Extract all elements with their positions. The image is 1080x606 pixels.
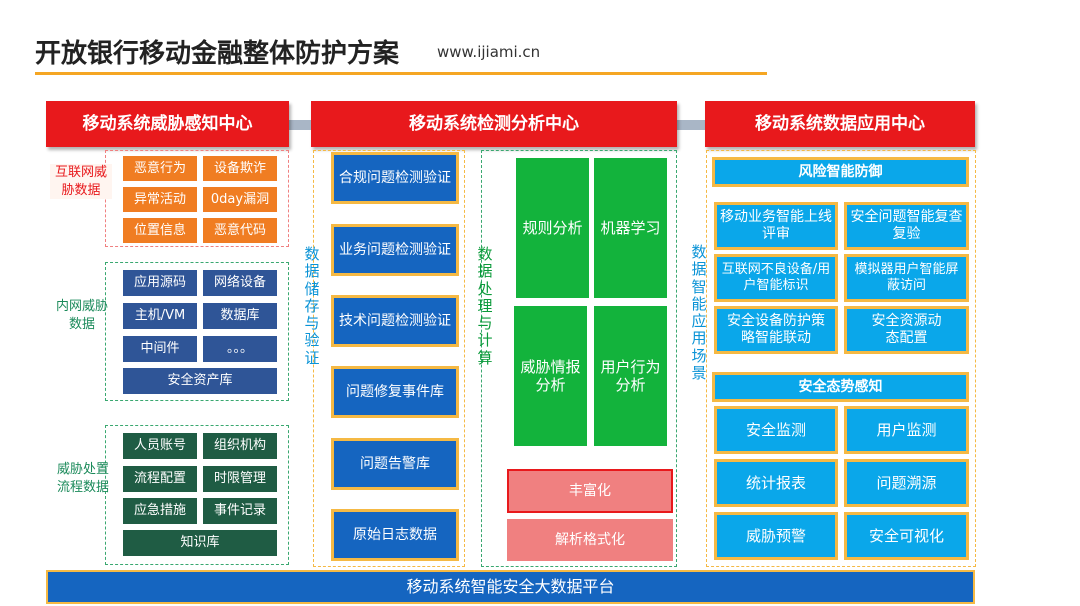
connector-right xyxy=(677,120,705,130)
situation-visualization: 安全可视化 xyxy=(844,512,969,560)
storage-alert-db: 问题告警库 xyxy=(331,438,459,490)
storage-compliance-check: 合规问题检测验证 xyxy=(331,152,459,204)
internet-threat-label: 互联网威胁数据 xyxy=(50,164,112,200)
situation-user-monitor: 用户监测 xyxy=(844,406,969,454)
storage-technical-check: 技术问题检测验证 xyxy=(331,295,459,347)
situation-security-monitor: 安全监测 xyxy=(714,406,838,454)
compute-user-behavior: 用户行为分析 xyxy=(594,306,667,446)
situation-threat-warning: 威胁预警 xyxy=(714,512,838,560)
situation-statistics-report: 统计报表 xyxy=(714,459,838,507)
risk-policy-linkage: 安全设备防护策略智能联动 xyxy=(714,306,838,354)
compute-rule-analysis: 规则分析 xyxy=(516,158,589,298)
item-malicious-behavior: 恶意行为 xyxy=(123,156,197,181)
site-url: www.ijiami.cn xyxy=(437,43,541,61)
compute-machine-learning: 机器学习 xyxy=(594,158,667,298)
process-threat-label: 威胁处置流程数据 xyxy=(56,462,109,495)
item-personnel-account: 人员账号 xyxy=(123,433,197,459)
item-app-source: 应用源码 xyxy=(123,270,197,296)
compute-enrichment: 丰富化 xyxy=(507,469,673,513)
situation-trace-source: 问题溯源 xyxy=(844,459,969,507)
compute-threat-intel: 威胁情报分析 xyxy=(514,306,587,446)
compute-vertical-label: 数据处理与计算 xyxy=(477,245,493,367)
item-knowledge-base: 知识库 xyxy=(123,530,277,556)
item-organization: 组织机构 xyxy=(203,433,277,459)
storage-group xyxy=(313,150,465,567)
risk-online-review: 移动业务智能上线评审 xyxy=(714,202,838,250)
title-underline xyxy=(35,72,767,75)
item-ellipsis: 。。。 xyxy=(203,336,277,362)
item-device-fraud: 设备欺诈 xyxy=(203,156,277,181)
item-abnormal-activity: 异常活动 xyxy=(123,187,197,212)
item-malicious-code: 恶意代码 xyxy=(203,218,277,243)
item-0day-vuln: 0day漏洞 xyxy=(203,187,277,212)
item-emergency-measures: 应急措施 xyxy=(123,498,197,524)
intranet-threat-group xyxy=(105,262,289,401)
risk-device-user-tag: 互联网不良设备/用户智能标识 xyxy=(714,254,838,302)
item-host-vm: 主机/VM xyxy=(123,303,197,329)
application-group xyxy=(706,150,976,567)
header-detection-analysis: 移动系统检测分析中心 xyxy=(311,101,677,147)
item-process-config: 流程配置 xyxy=(123,466,197,492)
process-threat-group xyxy=(105,425,289,565)
risk-defense-header: 风险智能防御 xyxy=(712,157,969,187)
compute-parse-format: 解析格式化 xyxy=(507,519,673,561)
big-data-platform-bar: 移动系统智能安全大数据平台 xyxy=(46,570,975,604)
header-data-application: 移动系统数据应用中心 xyxy=(705,101,975,147)
storage-raw-log: 原始日志数据 xyxy=(331,509,459,561)
item-event-record: 事件记录 xyxy=(203,498,277,524)
storage-fix-event-db: 问题修复事件库 xyxy=(331,366,459,418)
item-security-asset-db: 安全资产库 xyxy=(123,368,277,394)
compute-group xyxy=(481,150,677,567)
risk-emulator-block: 模拟器用户智能屏蔽访问 xyxy=(844,254,969,302)
header-threat-perception: 移动系统威胁感知中心 xyxy=(46,101,289,147)
intranet-threat-label: 内网威胁数据 xyxy=(55,299,108,332)
item-location-info: 位置信息 xyxy=(123,218,197,243)
scene-vertical-label: 数据智能应用场景 xyxy=(691,243,707,382)
page-title: 开放银行移动金融整体防护方案 xyxy=(35,39,400,69)
connector-left xyxy=(289,120,311,130)
risk-recheck: 安全问题智能复查复验 xyxy=(844,202,969,250)
item-network-device: 网络设备 xyxy=(203,270,277,296)
storage-business-check: 业务问题检测验证 xyxy=(331,224,459,276)
storage-vertical-label: 数据储存与验证 xyxy=(304,245,320,367)
item-database: 数据库 xyxy=(203,303,277,329)
item-middleware: 中间件 xyxy=(123,336,197,362)
item-time-limit: 时限管理 xyxy=(203,466,277,492)
risk-resource-config: 安全资源动态配置 xyxy=(844,306,969,354)
situation-awareness-header: 安全态势感知 xyxy=(712,372,969,402)
